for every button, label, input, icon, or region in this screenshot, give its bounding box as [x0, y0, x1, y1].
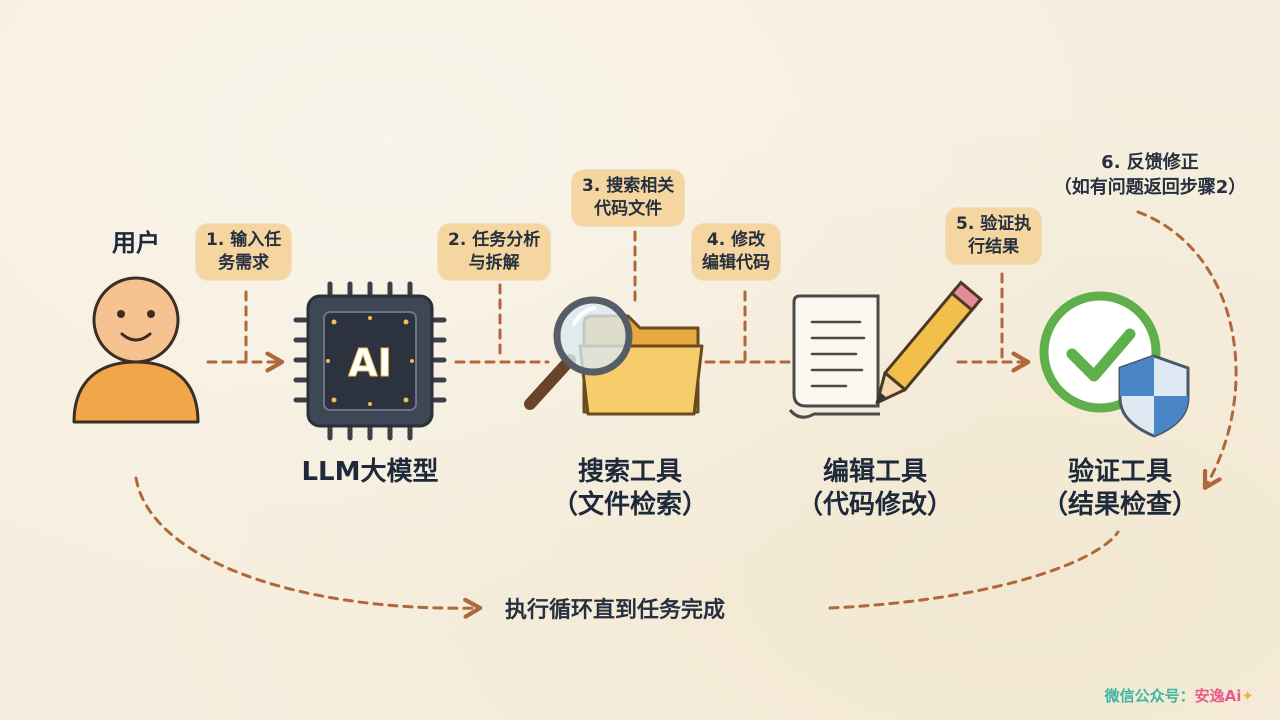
step-5-line2: 行结果 [968, 236, 1020, 257]
step-3-line1: 3. 搜索相关 [582, 176, 675, 196]
check-shield-icon [1039, 291, 1190, 438]
step-2-tag: 2. 任务分析 与拆解 [438, 224, 551, 280]
user-avatar-icon [72, 276, 200, 424]
step-4-tag: 4. 修改 编辑代码 [692, 224, 780, 280]
step-4-line2: 编辑代码 [702, 252, 770, 273]
step-2-line2: 与拆解 [468, 252, 520, 273]
arrow-feedback [1136, 210, 1238, 490]
step-5-line1: 5. 验证执 [956, 214, 1032, 234]
step-6-line2: （如有问题返回步骤2） [1053, 177, 1247, 199]
edit-subtitle: （代码修改） [796, 489, 953, 520]
folder-search-icon [524, 296, 704, 416]
chip-text: AI [348, 341, 392, 385]
step-2-line1: 2. 任务分析 [448, 230, 541, 250]
step-4-line1: 4. 修改 [706, 230, 766, 250]
step-3-tag: 3. 搜索相关 代码文件 [572, 170, 685, 226]
step-6-label: 6. 反馈修正 （如有问题返回步骤2） [1040, 150, 1260, 200]
step-1-line2: 务需求 [218, 252, 270, 273]
watermark-brand: 安逸Ai [1194, 687, 1242, 705]
watermark: 微信公众号：安逸Ai✦ [1105, 685, 1254, 706]
loop-arc-right [828, 530, 1120, 610]
search-title: 搜索工具 [577, 457, 682, 487]
step-1-line1: 1. 输入任 [206, 230, 282, 250]
step-3-line2: 代码文件 [594, 198, 663, 219]
step-5-tag: 5. 验证执 行结果 [946, 208, 1042, 264]
sparkle-icon: ✦ [1241, 687, 1254, 705]
loop-label: 执行循环直到任务完成 [505, 598, 726, 623]
verify-node-title: 验证工具 （结果检查） [1025, 456, 1215, 521]
verify-title: 验证工具 [1067, 457, 1172, 487]
step-1-tag: 1. 输入任 务需求 [196, 224, 292, 280]
document-edit-icon [788, 280, 983, 419]
llm-title: LLM大模型 [301, 457, 439, 487]
loop-arc-left [134, 476, 483, 619]
search-node-title: 搜索工具 （文件检索） [535, 456, 725, 521]
edit-node-title: 编辑工具 （代码修改） [780, 456, 970, 521]
llm-node-title: LLM大模型 [270, 456, 470, 489]
ai-chip-icon: AI [293, 281, 447, 441]
user-label: 用户 [112, 229, 160, 257]
step-6-line1: 6. 反馈修正 [1101, 152, 1199, 173]
edit-title: 编辑工具 [822, 457, 927, 487]
search-subtitle: （文件检索） [551, 489, 708, 520]
watermark-prefix: 微信公众号： [1104, 687, 1195, 705]
verify-subtitle: （结果检查） [1041, 489, 1198, 520]
